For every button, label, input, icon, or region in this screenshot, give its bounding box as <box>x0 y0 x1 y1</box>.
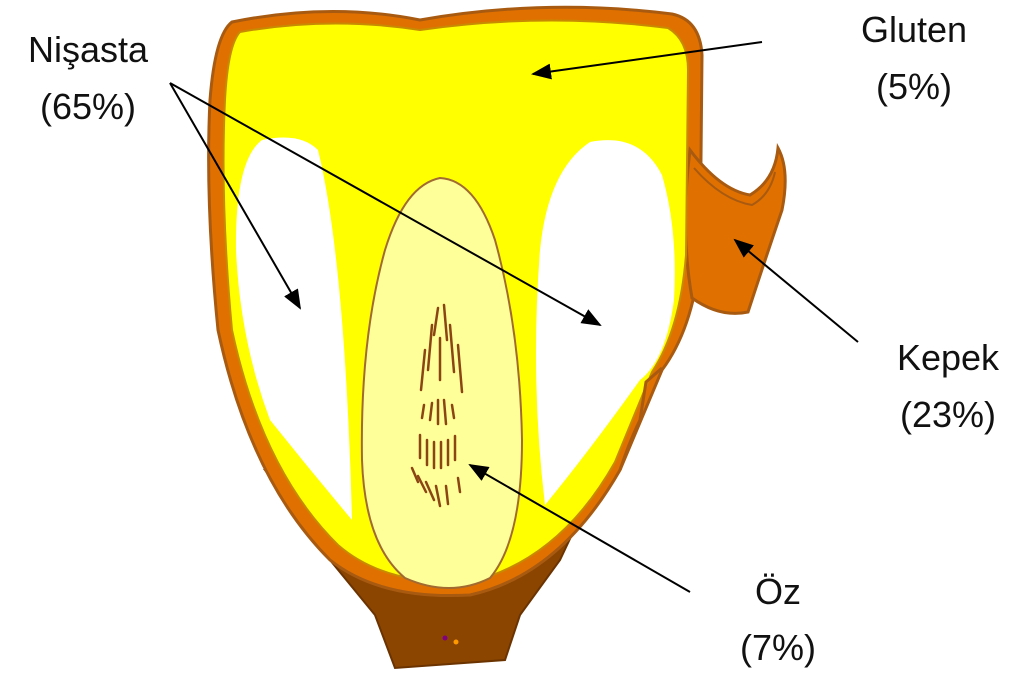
base-dot <box>443 636 448 641</box>
label-bran-name: Kepek <box>897 337 1000 378</box>
label-gluten-name: Gluten <box>861 9 967 50</box>
label-starch-pct: (65%) <box>40 86 136 127</box>
label-germ-pct: (7%) <box>740 627 816 668</box>
label-germ-name: Öz <box>755 571 801 612</box>
label-starch-name: Nişasta <box>28 29 149 70</box>
label-gluten-pct: (5%) <box>876 66 952 107</box>
base-dot <box>454 640 459 645</box>
label-bran-pct: (23%) <box>900 394 996 435</box>
bran-flap <box>685 148 785 313</box>
